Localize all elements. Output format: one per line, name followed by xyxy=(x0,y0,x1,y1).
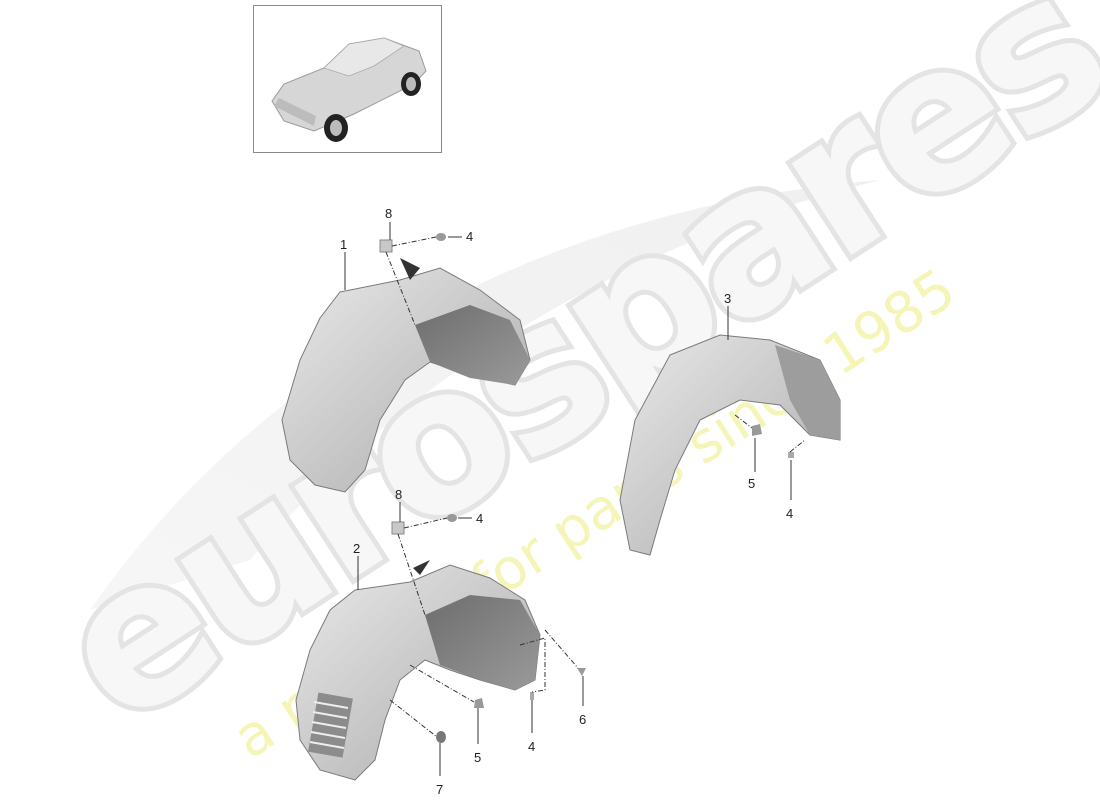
clip-5-rear[interactable] xyxy=(752,424,762,436)
vent-grille xyxy=(308,692,353,758)
callout-1[interactable]: 1 xyxy=(340,237,348,252)
rivet-6[interactable] xyxy=(577,668,586,676)
clip-5-front[interactable] xyxy=(474,698,484,708)
callout-4-rear[interactable]: 4 xyxy=(786,506,794,521)
vehicle-thumbnail xyxy=(253,5,442,153)
callout-6[interactable]: 6 xyxy=(579,712,587,727)
fastener-4-lower[interactable] xyxy=(447,514,457,522)
callout-8-lower[interactable]: 8 xyxy=(395,487,403,502)
fastener-4-front[interactable] xyxy=(530,692,534,700)
part-3-wheel-liner-rear[interactable] xyxy=(619,334,841,556)
callout-4-upper[interactable]: 4 xyxy=(466,229,474,244)
watermark-swoosh xyxy=(90,180,880,610)
part-1-wheel-liner-front[interactable] xyxy=(281,258,531,493)
fastener-4-upper[interactable] xyxy=(436,233,446,241)
car-icon xyxy=(271,37,427,142)
grommet-7[interactable] xyxy=(436,731,446,743)
bracket-8-lower[interactable] xyxy=(391,521,405,535)
bracket-8-upper[interactable] xyxy=(379,239,393,253)
fastener-4-rear[interactable] xyxy=(788,452,794,458)
callout-4-front[interactable]: 4 xyxy=(528,739,536,754)
assembly-lines xyxy=(385,236,806,738)
callout-2[interactable]: 2 xyxy=(353,541,361,556)
leader-lines xyxy=(344,222,792,776)
callout-8-upper[interactable]: 8 xyxy=(385,206,393,221)
part-2-wheel-liner-front-vent[interactable] xyxy=(295,560,541,781)
callout-5-rear[interactable]: 5 xyxy=(748,476,756,491)
callout-5-front[interactable]: 5 xyxy=(474,750,482,765)
callout-3[interactable]: 3 xyxy=(724,291,732,306)
callout-7[interactable]: 7 xyxy=(436,782,444,797)
callout-4-lower[interactable]: 4 xyxy=(476,511,484,526)
